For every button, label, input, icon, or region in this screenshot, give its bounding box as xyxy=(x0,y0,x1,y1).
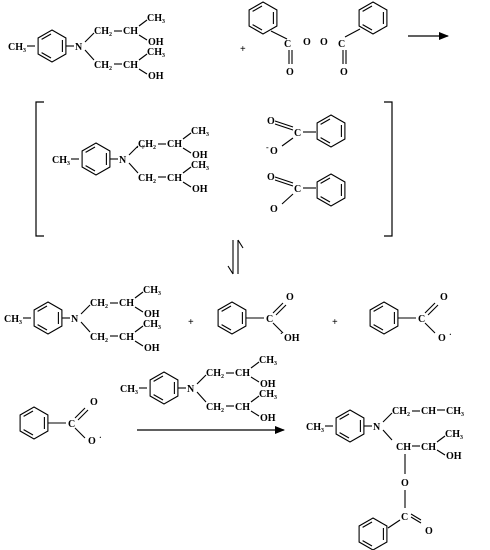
ch2-label: CH₂ xyxy=(392,406,410,417)
oxygen-label: O xyxy=(438,333,446,344)
ch-label: CH xyxy=(421,442,436,453)
oxygen-label: O xyxy=(286,67,294,78)
plus-sign: + xyxy=(188,317,194,328)
carbon-label: C xyxy=(68,419,75,430)
intermediate-bracket xyxy=(35,101,393,237)
amine-radical-row3 xyxy=(4,285,161,354)
right-bracket xyxy=(384,101,393,237)
benzoate-anion-upper: O C O - xyxy=(266,114,346,157)
radical-dot: · xyxy=(99,433,102,442)
left-bracket xyxy=(35,101,44,237)
amine-radical-over-arrow xyxy=(120,355,277,424)
carbon-label: C xyxy=(266,314,273,325)
carbon-label: C xyxy=(294,184,301,195)
oxygen-label: O xyxy=(270,204,278,215)
oxygen-label: O xyxy=(270,146,278,157)
hydroxyl-label: OH xyxy=(446,451,462,462)
oxygen-label: O xyxy=(401,478,409,489)
carbon-label: C xyxy=(294,128,301,139)
oxygen-label: O xyxy=(320,37,328,48)
radical-dot: · xyxy=(449,330,452,339)
product-ester: CH₃ N CH₂ CH CH₃ CH CH CH₃ OH O C O xyxy=(306,406,464,550)
radical-dot: · xyxy=(280,329,283,338)
ch-label: CH xyxy=(396,442,411,453)
ch-label: CH xyxy=(421,406,436,417)
amine-radical-cation: · + xyxy=(52,126,209,195)
negative-charge: - xyxy=(266,143,269,152)
oxygen-label: O xyxy=(267,172,275,183)
methyl-label: CH₃ xyxy=(446,406,464,417)
plus-sign: + xyxy=(240,44,246,55)
carbon-label: C xyxy=(284,39,291,50)
oxygen-label: O xyxy=(88,436,96,447)
radical-cation-charge: · + xyxy=(136,143,146,152)
oxygen-label: O xyxy=(440,292,448,303)
oxygen-label: O xyxy=(286,292,294,303)
hydroxyl-label: OH xyxy=(284,333,300,344)
oxygen-label: O xyxy=(425,526,433,537)
benzoate-anion-lower: O C O xyxy=(267,172,346,215)
amine-reactant-row1 xyxy=(8,13,165,82)
plus-sign: + xyxy=(332,317,338,328)
nitrogen-label: N xyxy=(373,422,381,433)
carbon-label: C xyxy=(338,39,345,50)
oxygen-label: O xyxy=(303,37,311,48)
benzoyloxy-radical-row4: C O O · xyxy=(20,397,102,447)
oxygen-label: O xyxy=(267,116,275,127)
methyl-label: CH₃ xyxy=(306,422,324,433)
benzoic-acid: C O OH · xyxy=(218,292,300,344)
equilibrium-arrows xyxy=(227,239,244,275)
methyl-label: CH₃ xyxy=(445,429,463,440)
benzoyloxy-radical-row3: C O O · xyxy=(370,292,452,344)
carbon-label: C xyxy=(401,512,408,523)
oxygen-label: O xyxy=(340,67,348,78)
oxygen-label: O xyxy=(90,397,98,408)
benzoyl-peroxide: C O O O C O xyxy=(248,1,388,78)
carbon-label: C xyxy=(418,314,425,325)
